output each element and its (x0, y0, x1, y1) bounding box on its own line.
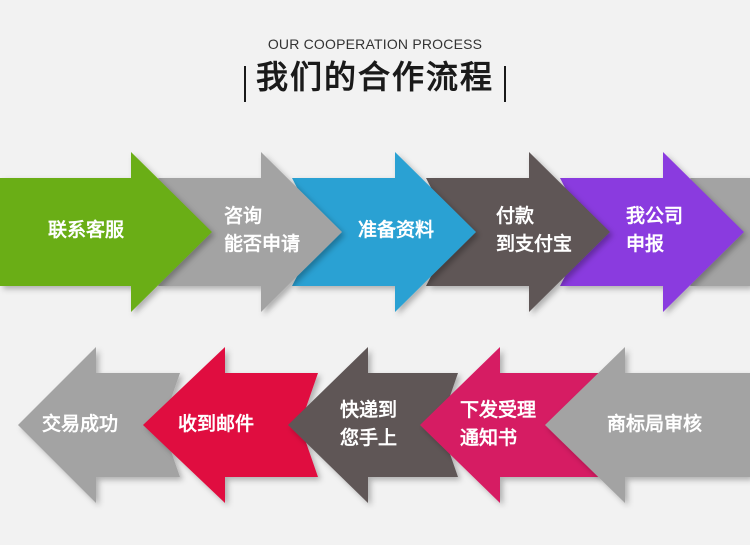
step-payment: 付款到支付宝 (496, 205, 573, 255)
row1-arrow-4 (426, 152, 610, 312)
row1-arrow-3 (292, 152, 476, 312)
step-prepare-docs: 准备资料 (358, 219, 435, 241)
row2-arrow-2 (143, 347, 318, 503)
title-row: 我们的合作流程 (0, 52, 750, 102)
row2-arrow-5 (545, 347, 750, 503)
step-consult: 咨询能否申请 (224, 205, 301, 255)
step-acceptance-notice: 下发受理通知书 (460, 399, 537, 449)
title-left-bar (243, 65, 246, 102)
row1-arrow-2 (158, 152, 342, 312)
row2-arrow-3 (288, 347, 458, 503)
step-contact-service: 联系客服 (48, 219, 125, 241)
step-express-delivery: 快递到您手上 (340, 399, 398, 449)
step-company-filing: 我公司申报 (626, 205, 684, 255)
step-deal-done: 交易成功 (42, 413, 119, 435)
page-title: 我们的合作流程 (255, 58, 494, 96)
row1-arrow-1 (0, 152, 212, 312)
row2-arrow-4 (420, 347, 600, 503)
step-trademark-review: 商标局审核 (607, 413, 703, 435)
title-right-bar (504, 65, 506, 102)
step-receive-mail: 收到邮件 (178, 413, 255, 435)
row2-arrow-1 (18, 347, 180, 503)
process-subtitle: OUR COOPERATION PROCESS (267, 36, 483, 52)
row1-arrow-5 (560, 152, 744, 312)
